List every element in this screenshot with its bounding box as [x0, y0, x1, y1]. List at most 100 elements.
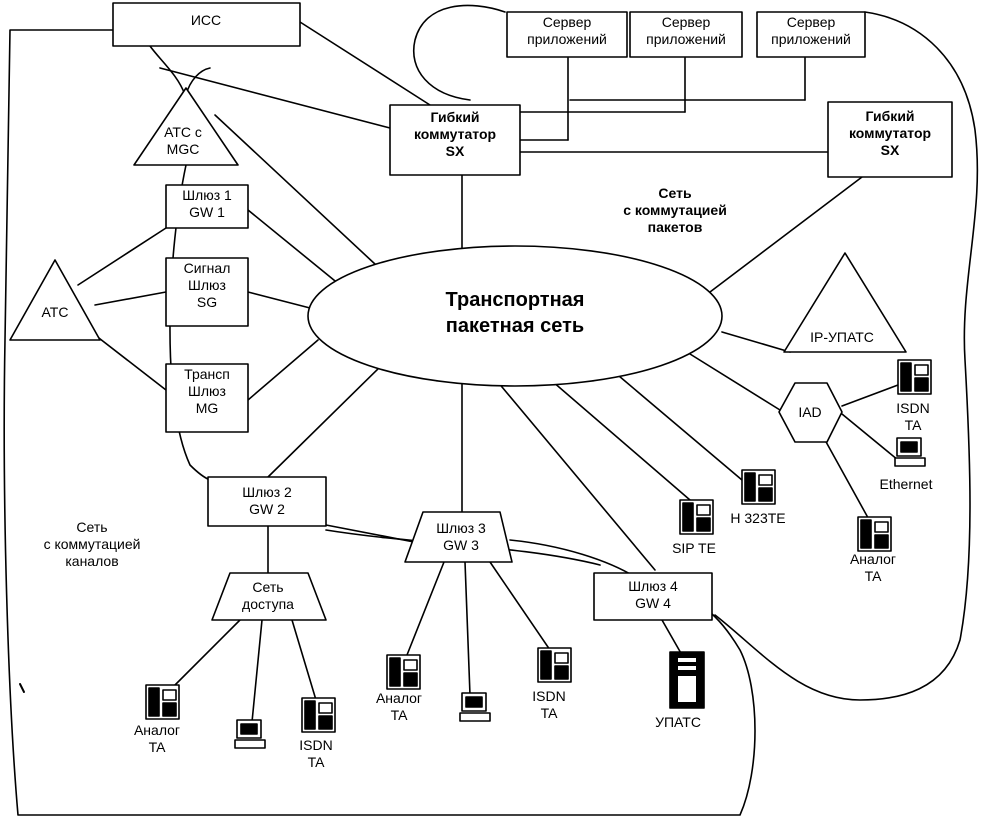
softswitch1-label-line: коммутатор	[413, 125, 497, 142]
ip-upats-triangle	[783, 252, 907, 353]
softswitch2-box	[827, 101, 953, 178]
isdn-phone-icon	[301, 697, 336, 733]
iss-label-line: ИСС	[190, 12, 222, 28]
computer-icon	[459, 692, 491, 722]
softswitch1-label-line: SX	[445, 142, 465, 159]
sg-label-line: Шлюз	[188, 276, 226, 293]
ats-mgc-arc	[185, 67, 211, 96]
mg-label-line: Трансп	[184, 366, 230, 382]
softswitch2-label-line: коммутатор	[848, 124, 932, 141]
link-mg-transport	[247, 339, 319, 401]
link-gw4-upats	[661, 619, 683, 656]
link-gw3-pc	[464, 561, 471, 696]
link-iad-isdn	[841, 384, 899, 407]
softswitch1-label-line: Гибкий	[430, 109, 480, 125]
link-iss-sx1	[299, 21, 431, 106]
link-ats-mg	[94, 334, 167, 391]
packet-network-label-line: Сеть	[658, 185, 692, 201]
gw3-trapezoid	[404, 511, 513, 563]
isdn-ta-left-label-line: ISDN	[299, 737, 333, 753]
analog-ta-mid-label-line: TA	[390, 706, 408, 723]
isdn-phone-icon	[537, 647, 572, 683]
sg-label-line: Сигнал	[183, 260, 231, 276]
link-iad-ethernet	[841, 413, 899, 461]
analog-ta-right-label-line: TA	[864, 567, 882, 584]
analog-phone-icon	[386, 654, 421, 690]
packet-network-label-line: пакетов	[647, 218, 703, 235]
gw3-label-line: Шлюз 3	[436, 520, 486, 536]
analog-ta-right-label-line: Аналог	[849, 551, 897, 567]
ats-mgc-triangle	[133, 87, 239, 166]
upats-label: УПАТС	[655, 714, 701, 731]
gw4-box	[593, 572, 713, 621]
softswitch2-label-line: Гибкий	[865, 108, 915, 124]
gw2-label-line: GW 2	[249, 500, 285, 517]
sip-label: SIP TE	[672, 540, 716, 557]
isdn-phone-icon	[897, 359, 932, 395]
link-gw3-analog	[404, 561, 445, 661]
link-ats-gw1	[77, 227, 167, 286]
server2-box	[629, 11, 743, 58]
gw1-box	[165, 184, 249, 229]
isdn-ta-mid-label-line: TA	[540, 704, 558, 721]
server1-label-line: Сервер	[542, 14, 592, 30]
isdn-ta-right-label-line: ISDN	[896, 400, 930, 416]
server2-label-line: приложений	[646, 30, 726, 47]
transport-ellipse	[307, 245, 723, 387]
gw2-box	[207, 476, 327, 527]
gw1-label-line: GW 1	[189, 203, 225, 220]
analog-phone-icon	[145, 684, 180, 720]
iss-box	[112, 2, 301, 47]
mg-label-line: MG	[195, 399, 219, 416]
server2-label-line: Сервер	[661, 14, 711, 30]
iad-label-line: IAD	[798, 404, 822, 420]
link-iad-analog	[824, 439, 873, 526]
link-sg-transport	[247, 291, 311, 309]
h323-phone-icon	[741, 469, 776, 505]
ethernet-label-line: Ethernet	[879, 476, 933, 492]
circuit-network-label-line: с коммутацией	[43, 535, 141, 552]
server3-box	[756, 11, 866, 58]
sg-label-line: SG	[196, 293, 218, 310]
access-network-label-line: Сеть	[252, 579, 284, 595]
iad-label: IAD	[798, 404, 821, 421]
gw4-label-line: GW 4	[635, 594, 671, 611]
link-access-analog	[171, 619, 241, 689]
mg-label-line: Шлюз	[188, 382, 226, 399]
link-access-pc	[251, 619, 263, 723]
packet-network-label-line: с коммутацией	[623, 201, 727, 218]
isdn-ta-mid-label-line: ISDN	[532, 688, 566, 704]
ip-upats-label: IP-УПАТС	[810, 329, 874, 346]
h323-label: H 323TE	[730, 510, 785, 527]
mg-box	[165, 363, 249, 433]
link-gw2-transport	[267, 361, 386, 478]
isdn-ta-right-label-line: TA	[904, 416, 922, 433]
link-ats-sg	[94, 291, 167, 306]
link-atsmgc-transport	[214, 114, 377, 266]
iss-label: ИСС	[191, 12, 221, 29]
circuit-network-boundary	[3, 29, 756, 816]
gw3-label-line: GW 3	[443, 536, 479, 553]
circuit-network-label-line: Сеть	[76, 519, 108, 535]
analog-phone-icon	[857, 516, 892, 552]
ats-mgc-label-line: MGC	[166, 140, 200, 157]
sip-phone-icon	[679, 499, 714, 535]
ethernet-label: Ethernet	[880, 476, 933, 493]
upats-label-line: УПАТС	[655, 714, 701, 730]
softswitch1-box	[389, 104, 521, 176]
analog-ta-left-label-line: TA	[148, 738, 166, 755]
access-network-label-line: доступа	[242, 595, 294, 612]
isdn-ta-left-label-line: TA	[307, 753, 325, 770]
